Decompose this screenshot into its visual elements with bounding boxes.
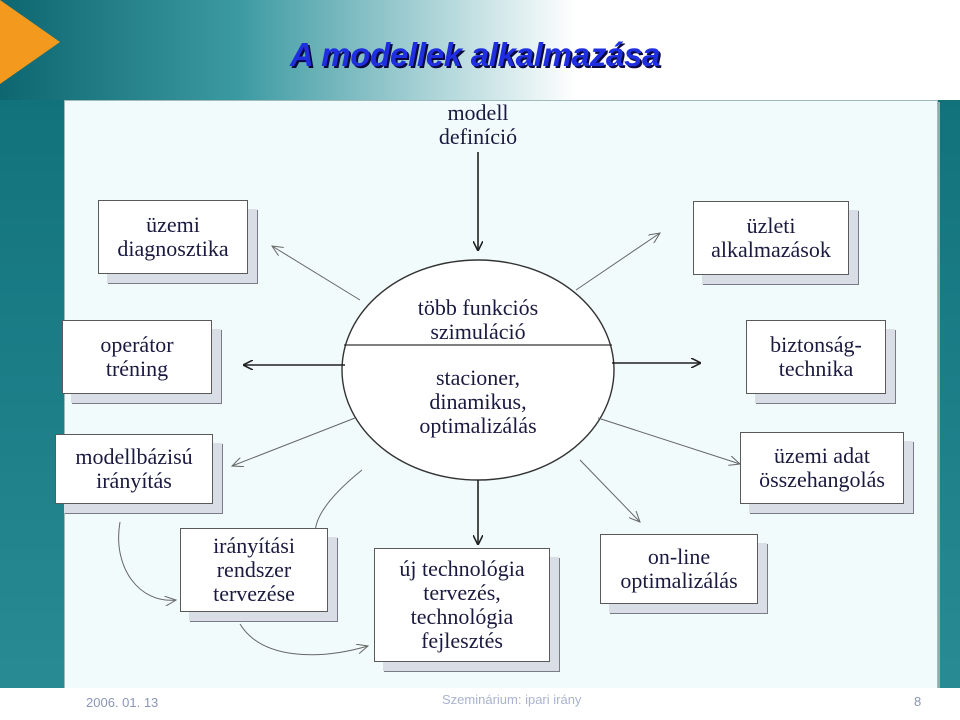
footer-course: Szeminárium: ipari irány: [442, 692, 582, 707]
center-top-text: több funkciós szimuláció: [417, 295, 539, 344]
play-triangle-icon: [0, 0, 60, 84]
box-uzleti-alkalmazasok: üzleti alkalmazások: [693, 201, 849, 275]
curve-left-loop: [118, 521, 176, 600]
box-modellbazisu-iranyitas: modellbázisú irányítás: [55, 434, 213, 504]
box-biztonsagtechnika: biztonság- technika: [746, 320, 886, 394]
slide-title: A modellek alkalmazása: [290, 36, 661, 73]
slide-footer: [0, 688, 960, 720]
header-gradient: [0, 0, 960, 100]
center-bottom-text: stacioner, dinamikus, optimalizálás: [419, 365, 537, 438]
footer-date: 2006. 01. 13: [86, 695, 159, 710]
curve-bottom-loop: [239, 623, 368, 656]
box-uzemi-adat: üzemi adat összehangolás: [740, 432, 904, 504]
modell-definicio-label: modell definíció: [438, 100, 518, 149]
arrow-to-online-optimalizalas: [579, 459, 640, 522]
box-iranyitasi-rendszer: irányítási rendszer tervezése: [180, 528, 328, 612]
arrow-to-uzemi-adat: [597, 417, 740, 464]
arrow-to-modellbazisu: [232, 417, 356, 466]
arrow-to-uzleti-alkalmazasok: [575, 233, 660, 291]
box-uzemi-diagnosztika: üzemi diagnosztika: [98, 200, 248, 274]
box-uj-technologia: új technológia tervezés, technológia fej…: [374, 548, 550, 662]
box-online-optimalizalas: on-line optimalizálás: [600, 534, 758, 604]
footer-page-number: 8: [914, 694, 922, 709]
arrow-to-uzemi-diagnosztika: [272, 246, 361, 301]
box-operator-trening: operátor tréning: [62, 320, 212, 394]
